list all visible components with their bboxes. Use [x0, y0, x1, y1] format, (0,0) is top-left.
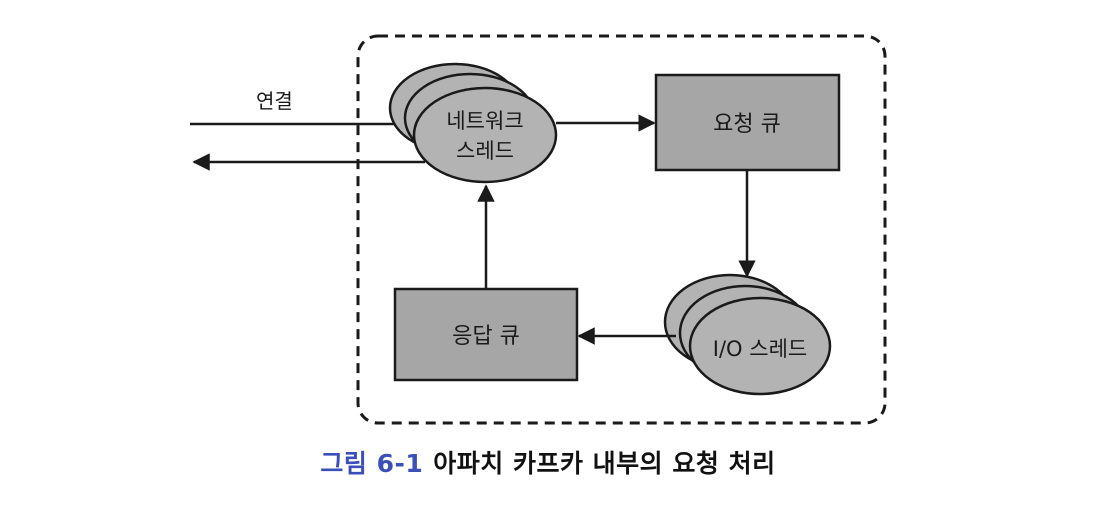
io-thread-ellipse-front — [688, 296, 832, 396]
network-thread-stack: 네트워크 스레드 — [388, 62, 558, 184]
request-queue: 요청 큐 — [654, 73, 841, 172]
request-queue-box — [654, 73, 841, 172]
figure-caption: 그림 6-1 아파치 카프카 내부의 요청 처리 — [0, 444, 1096, 480]
response-queue-box — [393, 287, 579, 382]
request-queue-label: 요청 큐 — [713, 112, 781, 137]
network-thread-label-line2: 스레드 — [456, 139, 514, 163]
io-thread-label: I/O 스레드 — [713, 337, 807, 361]
network-thread-ellipse-front — [412, 86, 558, 184]
network-thread-label-line1: 네트워크 — [446, 109, 523, 133]
figure-number: 그림 6-1 — [320, 449, 424, 478]
figure-title: 아파치 카프카 내부의 요청 처리 — [433, 449, 776, 478]
connection-label: 연결 — [256, 89, 293, 113]
io-thread-stack: I/O 스레드 — [663, 273, 832, 396]
broker-boundary — [356, 34, 887, 425]
response-queue-label: 응답 큐 — [452, 324, 520, 349]
response-queue: 응답 큐 — [393, 287, 579, 382]
